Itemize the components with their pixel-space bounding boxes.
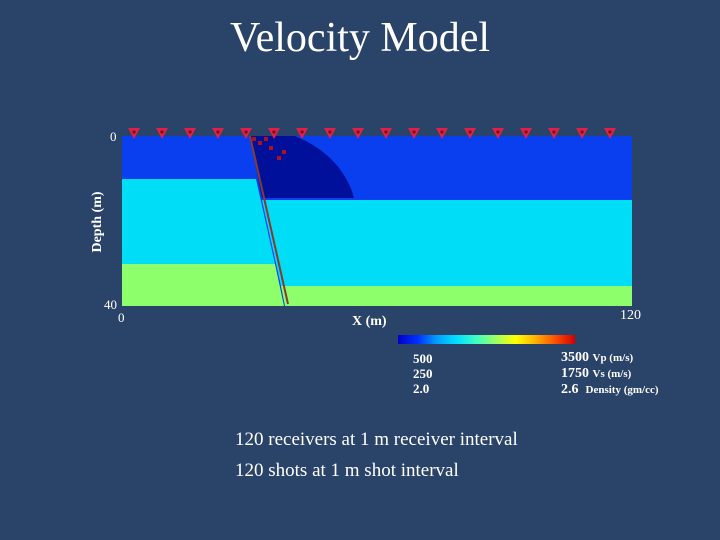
shot-marker xyxy=(258,141,262,145)
receiver-dot xyxy=(608,130,612,134)
x-axis-right-tick: 120 xyxy=(620,308,641,323)
acquisition-notes: 120 receivers at 1 m receiver interval 1… xyxy=(235,424,518,486)
y-axis-bottom-tick: 40 xyxy=(104,297,117,312)
shot-marker xyxy=(264,137,268,141)
receiver-dot xyxy=(440,130,444,134)
receiver-dot xyxy=(552,130,556,134)
receiver-dot xyxy=(328,130,332,134)
middle-layer-right xyxy=(262,200,632,286)
receiver-dot xyxy=(272,130,276,134)
shots-note: 120 shots at 1 m shot interval xyxy=(235,460,459,481)
colorbar xyxy=(398,335,575,344)
receiver-dot xyxy=(468,130,472,134)
middle-layer-left xyxy=(122,179,275,264)
receiver-dot xyxy=(244,130,248,134)
colorbar-max-values: 3500 Vp (m/s) 1750 Vs (m/s) 2.6 Density … xyxy=(561,350,659,398)
vp-min: 500 xyxy=(413,351,433,366)
shot-marker xyxy=(277,156,281,160)
receiver-dot xyxy=(356,130,360,134)
shot-marker xyxy=(269,146,273,150)
receiver-dot xyxy=(496,130,500,134)
vs-max: 1750 xyxy=(561,366,589,381)
bottom-layer-left xyxy=(122,264,284,306)
vs-unit: Vs (m/s) xyxy=(592,368,632,380)
low-velocity-lens xyxy=(250,136,354,198)
receiver-dot xyxy=(160,130,164,134)
receiver-dot xyxy=(188,130,192,134)
x-axis-left-tick: 0 xyxy=(118,310,125,325)
shot-marker xyxy=(252,137,256,141)
receiver-dot xyxy=(216,130,220,134)
shot-marker xyxy=(282,150,286,154)
vs-min: 250 xyxy=(413,366,433,381)
fault-line xyxy=(249,135,289,305)
receivers-note: 120 receivers at 1 m receiver interval xyxy=(235,429,518,450)
vp-max: 3500 xyxy=(561,350,589,365)
colorbar-min-values: 500 250 2.0 xyxy=(413,351,433,396)
receiver-markers xyxy=(128,128,616,139)
receiver-dot xyxy=(300,130,304,134)
receiver-dot xyxy=(524,130,528,134)
receiver-dot xyxy=(384,130,388,134)
y-axis-top-tick: 0 xyxy=(110,129,117,144)
bottom-layer-right xyxy=(281,286,632,306)
receiver-dot xyxy=(580,130,584,134)
receiver-dot xyxy=(132,130,136,134)
receiver-dot xyxy=(412,130,416,134)
page-title: Velocity Model xyxy=(229,15,491,61)
x-axis-label: X (m) xyxy=(352,314,387,329)
vp-unit: Vp (m/s) xyxy=(592,352,634,364)
density-max: 2.6 xyxy=(561,382,579,397)
density-unit: Density (gm/cc) xyxy=(585,384,659,396)
density-min: 2.0 xyxy=(413,381,430,396)
